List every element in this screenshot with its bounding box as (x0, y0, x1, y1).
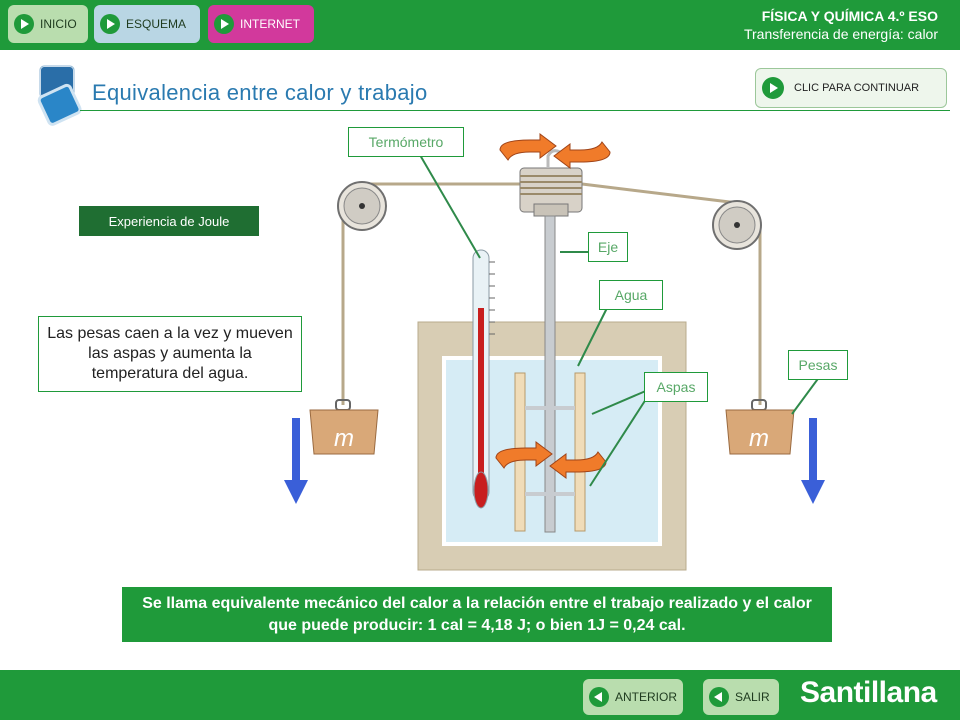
shaft (544, 215, 556, 533)
left-mass-symbol: m (334, 425, 354, 452)
course-title: FÍSICA Y QUÍMICA 4.º ESO (761, 8, 938, 24)
continue-label: CLIC PARA CONTINUAR (794, 82, 920, 94)
left-weight (309, 399, 379, 455)
rotation-arrows-top (499, 133, 611, 169)
continue-button[interactable]: CLIC PARA CONTINUAR (755, 68, 947, 108)
internet-button[interactable]: INTERNET (208, 5, 314, 43)
label-pesas: Pesas (788, 350, 848, 380)
esquema-button[interactable]: ESQUEMA (94, 5, 200, 43)
salir-label: SALIR (735, 690, 770, 704)
right-weight (725, 399, 795, 455)
back-icon (709, 687, 729, 707)
back-icon (589, 687, 609, 707)
slide-icon (37, 65, 82, 126)
play-icon (14, 14, 34, 34)
esquema-label: ESQUEMA (126, 17, 187, 31)
anterior-label: ANTERIOR (615, 690, 678, 704)
inicio-label: INICIO (40, 17, 77, 31)
axle-drum (519, 149, 583, 217)
left-down-arrow (284, 418, 308, 504)
inicio-button[interactable]: INICIO (8, 5, 88, 43)
equivalence-note: Se llama equivalente mecánico del calor … (122, 587, 832, 642)
right-mass-symbol: m (749, 425, 769, 452)
thermometer (472, 249, 495, 509)
page-title: Equivalencia entre calor y trabajo (92, 80, 428, 105)
play-icon (100, 14, 120, 34)
right-pulley (712, 200, 762, 250)
brand-logo: Santillana (800, 676, 937, 709)
play-icon (214, 14, 234, 34)
label-agua: Agua (599, 280, 663, 310)
bottom-bar (0, 670, 960, 720)
pointer-lines (419, 154, 821, 487)
paddle-arms (525, 406, 575, 496)
play-icon (762, 77, 784, 99)
internet-label: INTERNET (240, 17, 300, 31)
rotation-arrows-bottom (495, 441, 607, 479)
left-pulley (337, 181, 387, 231)
label-termometro: Termómetro (348, 127, 464, 157)
right-down-arrow (801, 418, 825, 504)
label-aspas: Aspas (644, 372, 708, 402)
unit-title: Transferencia de energía: calor (743, 26, 938, 42)
strings (341, 182, 762, 405)
title-divider (80, 110, 950, 111)
label-eje: Eje (588, 232, 628, 262)
description-box: Las pesas caen a la vez y mueven las asp… (38, 316, 302, 392)
experience-label: Experiencia de Joule (79, 206, 259, 236)
header-info: FÍSICA Y QUÍMICA 4.º ESO Transferencia d… (744, 8, 938, 42)
anterior-button[interactable]: ANTERIOR (583, 679, 683, 715)
salir-button[interactable]: SALIR (703, 679, 779, 715)
